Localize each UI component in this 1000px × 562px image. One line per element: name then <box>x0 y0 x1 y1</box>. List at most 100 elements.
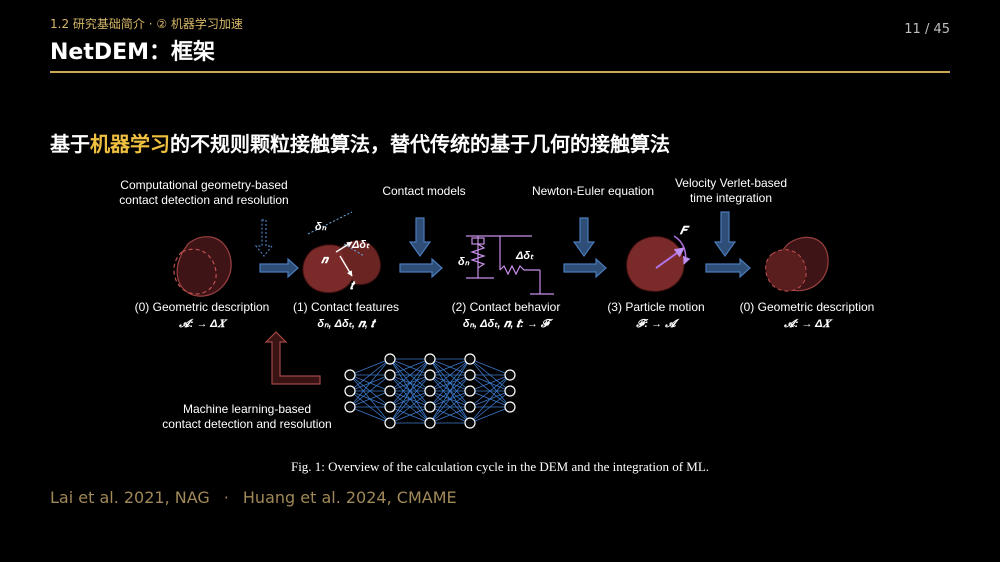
dem-cycle-diagram: Computational geometry-based contact det… <box>119 176 875 431</box>
nn-edge <box>469 358 511 376</box>
nn-edge <box>469 374 511 408</box>
headline-before: 基于 <box>50 132 90 156</box>
stage-label-4: (0) Geometric description <box>740 300 875 314</box>
arrow-down-verlet <box>713 211 737 258</box>
arrow-right-3 <box>563 257 607 279</box>
nn-node <box>344 385 356 397</box>
nn-node <box>384 401 396 413</box>
stage-label-2: (2) Contact behavior <box>452 300 561 314</box>
arrow-down-contact-models <box>408 217 432 258</box>
headline-after: 的不规则颗粒接触算法，替代传统的基于几何的接触算法 <box>170 132 670 156</box>
stage-formula-0: 𝓐: → Δ𝑿 <box>178 318 228 330</box>
nn-node <box>464 417 476 429</box>
nn-node <box>424 385 436 397</box>
spring-label-delta-t: Δδₜ <box>515 250 534 262</box>
page-number: 11 / 45 <box>904 22 950 37</box>
label-computational-geometry: Computational geometry-based <box>120 178 287 192</box>
headline: 基于机器学习的不规则颗粒接触算法，替代传统的基于几何的接触算法 <box>50 128 670 157</box>
nn-edge <box>389 358 431 392</box>
title-divider <box>50 71 950 73</box>
contact-model-schematic <box>466 235 554 295</box>
nn-edge <box>469 374 511 424</box>
stage-label-3: (3) Particle motion <box>607 300 704 314</box>
label-ml-based: Machine learning-based <box>183 402 311 416</box>
arrow-down-geometry <box>254 219 274 257</box>
spring-label-delta-n: δₙ <box>458 256 470 268</box>
stage-formula-2: δₙ, Δδₜ, 𝒏, 𝒕: → 𝓕 <box>463 318 554 330</box>
nn-edge <box>429 358 471 424</box>
nn-node <box>464 401 476 413</box>
arrow-ml-to-contact-features <box>264 331 321 385</box>
stage-formula-1: δₙ, Δδₜ, 𝒏, 𝒕 <box>317 318 377 330</box>
label-contact-models: Contact models <box>382 184 465 198</box>
stage-label-0: (0) Geometric description <box>135 300 270 314</box>
nn-edge <box>429 390 471 424</box>
headline-highlight: 机器学习 <box>90 132 170 156</box>
nn-node <box>464 353 476 365</box>
neural-network-edges <box>349 358 511 424</box>
stage-formula-3: 𝓕: → 𝓐 <box>635 318 680 330</box>
nn-node <box>464 369 476 381</box>
neural-network <box>344 353 516 429</box>
nn-node <box>424 417 436 429</box>
nn-node <box>464 385 476 397</box>
symbol-tangent: 𝒕 <box>350 280 356 292</box>
reference-huang-2024: Huang et al. 2024, CMAME <box>242 488 457 507</box>
stage-formula-4: 𝓐: → Δ𝑿 <box>783 318 833 330</box>
label-contact-detection: contact detection and resolution <box>119 193 288 207</box>
symbol-delta-n: δₙ <box>315 221 327 233</box>
nn-edge <box>429 374 471 424</box>
references: Lai et al. 2021, NAG · Huang et al. 2024, … <box>50 488 457 507</box>
nn-node <box>384 385 396 397</box>
nn-edge <box>349 390 391 408</box>
nn-edge <box>429 358 471 408</box>
nn-edge <box>349 406 391 424</box>
label-newton-euler: Newton-Euler equation <box>532 184 654 198</box>
arrow-right-2 <box>399 257 443 279</box>
nn-edge <box>469 374 511 392</box>
nn-edge <box>429 358 471 376</box>
nn-edge <box>349 358 391 408</box>
nn-edge <box>429 406 471 424</box>
reference-lai-2021: Lai et al. 2021, NAG <box>50 488 210 507</box>
label-velocity-verlet: Velocity Verlet-based <box>675 176 787 190</box>
nn-edge <box>389 358 431 376</box>
nn-edge <box>469 390 511 424</box>
breadcrumb: 1.2 研究基础简介 · ② 机器学习加速 <box>50 17 243 31</box>
nn-node <box>384 353 396 365</box>
nn-edge <box>349 358 391 376</box>
symbol-delta-t: Δδₜ <box>351 239 370 251</box>
particle-geometry-end <box>765 236 829 292</box>
symbol-normal: 𝒏 <box>321 254 330 266</box>
arrow-down-newton-euler <box>572 217 596 258</box>
arrow-right-4 <box>705 257 751 279</box>
nn-edge <box>349 358 391 392</box>
nn-edge <box>389 358 431 408</box>
label-ml-contact-detection: contact detection and resolution <box>162 417 331 431</box>
particle-motion: 𝑭 <box>626 225 691 292</box>
nn-edge <box>389 406 431 424</box>
label-time-integration: time integration <box>690 191 772 205</box>
particle-contact-features: δₙ Δδₜ 𝒏 𝒕 <box>302 211 382 294</box>
particle-geometry-start <box>173 236 232 297</box>
nn-node <box>344 369 356 381</box>
nn-node <box>344 401 356 413</box>
nn-node <box>384 417 396 429</box>
symbol-force: 𝑭 <box>679 225 690 237</box>
page-title: NetDEM：框架 <box>50 40 216 65</box>
nn-node <box>504 401 516 413</box>
nn-node <box>424 353 436 365</box>
figure-caption: Fig. 1: Overview of the calculation cycl… <box>290 459 710 474</box>
nn-edge <box>389 390 431 424</box>
nn-edge <box>389 358 431 424</box>
nn-edge <box>349 374 391 408</box>
nn-edge <box>429 358 471 392</box>
arrow-right-1 <box>259 257 299 279</box>
stage-label-1: (1) Contact features <box>293 300 399 314</box>
nn-node <box>424 369 436 381</box>
nn-node <box>504 369 516 381</box>
nn-node <box>504 385 516 397</box>
nn-edge <box>389 374 431 424</box>
nn-edge <box>469 406 511 424</box>
reference-separator: · <box>223 488 229 507</box>
